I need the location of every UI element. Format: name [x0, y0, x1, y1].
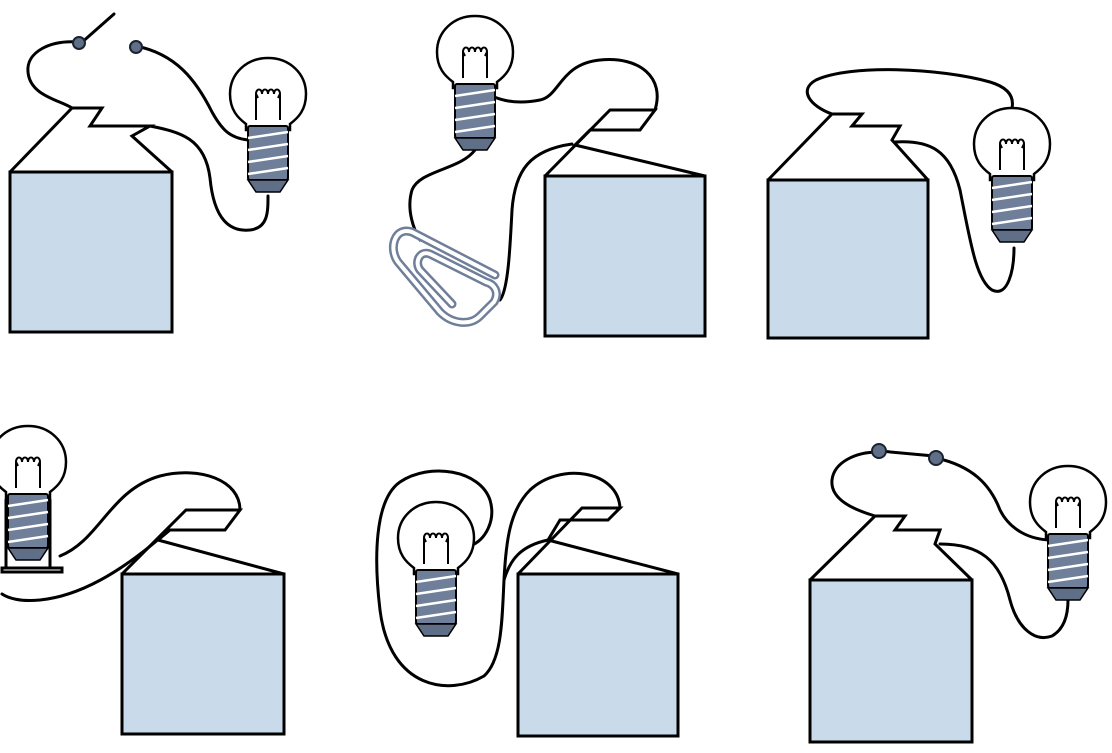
switch-terminal [871, 443, 887, 459]
switch-terminal [72, 36, 86, 50]
paper-clip [389, 226, 501, 327]
light-bulb [435, 14, 515, 152]
light-bulb [1028, 464, 1108, 602]
panel-5 [375, 469, 680, 738]
wire [375, 469, 622, 688]
wire [934, 456, 1054, 542]
panel-2 [389, 14, 707, 338]
wire [830, 450, 880, 518]
wire [893, 140, 1016, 293]
wire [490, 58, 659, 112]
battery [543, 108, 707, 338]
wire [938, 542, 1070, 639]
wire [58, 471, 242, 558]
wire [26, 40, 80, 110]
light-bulb [0, 424, 68, 562]
wire [148, 124, 270, 232]
wire [502, 538, 550, 582]
switch-terminal [928, 450, 944, 466]
bulb-holder [0, 566, 64, 574]
wire [0, 536, 162, 602]
wire [498, 142, 574, 302]
light-bulb [396, 500, 476, 638]
panel-4 [0, 424, 286, 736]
wire [134, 44, 250, 142]
bulb-holder-post [4, 498, 52, 570]
switch-terminal [129, 40, 143, 54]
battery [120, 508, 286, 736]
battery [808, 514, 974, 744]
battery [8, 106, 174, 334]
battery [766, 112, 930, 340]
panel-6 [808, 443, 1108, 744]
light-bulb [972, 106, 1052, 244]
wire [408, 148, 477, 242]
battery [516, 506, 680, 738]
panel-3 [766, 68, 1052, 340]
switch-bar [878, 449, 936, 458]
panel-1 [8, 12, 308, 334]
switch-lever [78, 12, 116, 46]
light-bulb [228, 56, 308, 194]
wire [805, 68, 1014, 116]
